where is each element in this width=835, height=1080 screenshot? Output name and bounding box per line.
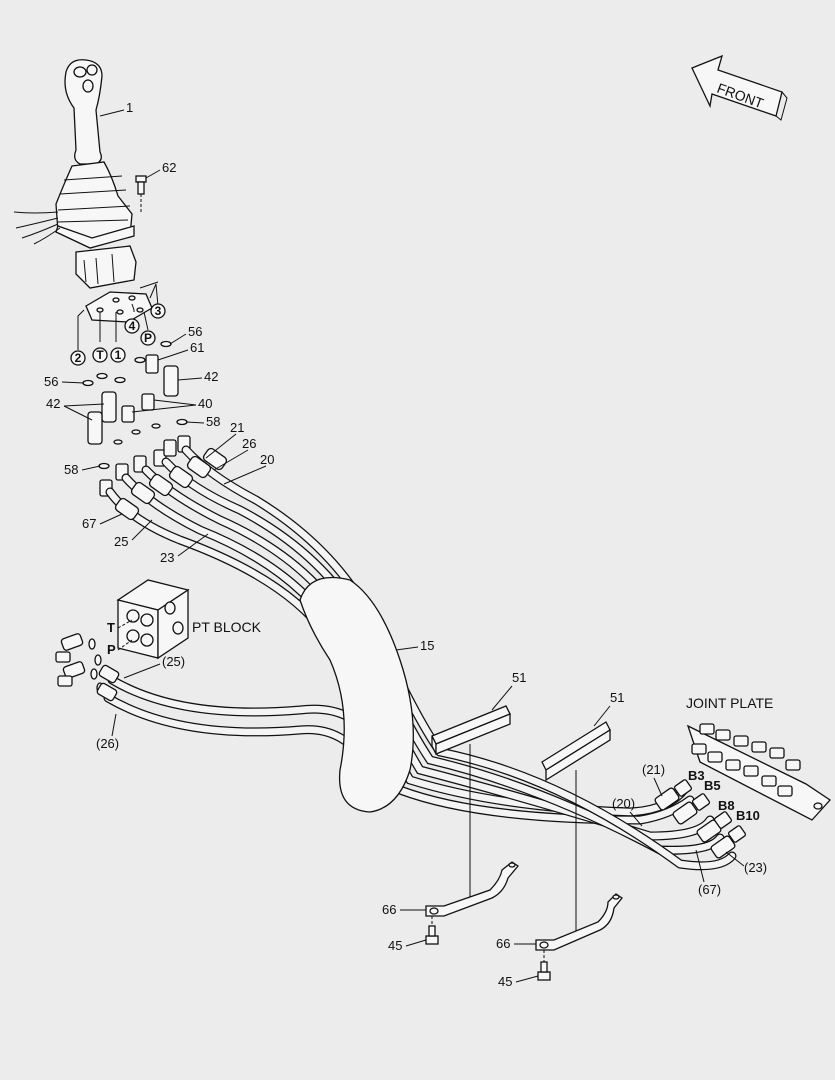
pt-port-p: P: [107, 642, 116, 657]
svg-text:2: 2: [75, 351, 82, 365]
svg-text:4: 4: [129, 319, 136, 333]
callout-25-paren: (25): [162, 654, 185, 669]
callout-58-left: 58: [64, 462, 78, 477]
pad-51-right: [541, 721, 611, 782]
callout-25: 25: [114, 534, 128, 549]
callout-21-paren: (21): [642, 762, 665, 777]
clamp-66-right: [535, 893, 623, 951]
callout-26-paren: (26): [96, 736, 119, 751]
pad-51-left: [431, 705, 511, 755]
hose-fittings-joint: [654, 779, 747, 859]
callout-23-paren: (23): [744, 860, 767, 875]
circled-port-p: P: [140, 330, 156, 346]
pt-fittings: [55, 633, 120, 702]
circled-port-1: 1: [110, 347, 126, 363]
callout-51-right: 51: [610, 690, 624, 705]
bolt-45-left: [425, 925, 439, 945]
svg-text:T: T: [96, 348, 104, 362]
joystick-lever: [13, 59, 137, 289]
joint-port-b3: B3: [688, 768, 705, 783]
callout-56-left: 56: [44, 374, 58, 389]
svg-text:P: P: [144, 331, 152, 345]
callout-45-right: 45: [498, 974, 512, 989]
callout-15: 15: [420, 638, 434, 653]
callout-1: 1: [126, 100, 133, 115]
pt-block-label: PT BLOCK: [192, 619, 262, 635]
clamp-66-left: [425, 861, 519, 917]
protective-sleeve-15: [299, 576, 414, 813]
port-fittings: [82, 340, 191, 497]
circled-port-2: 2: [70, 350, 86, 366]
callout-42-left: 42: [46, 396, 60, 411]
callout-67: 67: [82, 516, 96, 531]
pt-block: [116, 579, 190, 660]
callout-23: 23: [160, 550, 174, 565]
callout-20-paren: (20): [612, 796, 635, 811]
svg-text:1: 1: [115, 348, 122, 362]
joint-port-b8: B8: [718, 798, 735, 813]
joint-port-b10: B10: [736, 808, 760, 823]
callout-62: 62: [162, 160, 176, 175]
valve-plate: [85, 291, 153, 323]
pt-port-t: T: [107, 620, 115, 635]
bolt-45-right: [537, 961, 551, 981]
svg-text:3: 3: [155, 304, 162, 318]
joint-plate: [686, 723, 831, 821]
joint-plate-label: JOINT PLATE: [686, 695, 773, 711]
callout-45-left: 45: [388, 938, 402, 953]
callout-56-upper: 56: [188, 324, 202, 339]
front-arrow: FRONT: [691, 54, 788, 121]
hose-sleeves-top: [114, 447, 228, 521]
callout-66-right: 66: [496, 936, 510, 951]
circled-port-t: T: [92, 347, 108, 363]
callout-26: 26: [242, 436, 256, 451]
callout-21: 21: [230, 420, 244, 435]
callout-67-paren: (67): [698, 882, 721, 897]
callout-40: 40: [198, 396, 212, 411]
joint-port-b5: B5: [704, 778, 721, 793]
callout-66-left: 66: [382, 902, 396, 917]
callout-58-right: 58: [206, 414, 220, 429]
hose-bundle: [103, 445, 737, 871]
callout-61: 61: [190, 340, 204, 355]
callout-51-left: 51: [512, 670, 526, 685]
callout-20: 20: [260, 452, 274, 467]
circled-port-3: 3: [150, 303, 166, 319]
circled-port-4: 4: [124, 318, 140, 334]
port-leader-tree: [77, 281, 159, 350]
callout-42-right: 42: [204, 369, 218, 384]
screw-62: [135, 175, 147, 195]
